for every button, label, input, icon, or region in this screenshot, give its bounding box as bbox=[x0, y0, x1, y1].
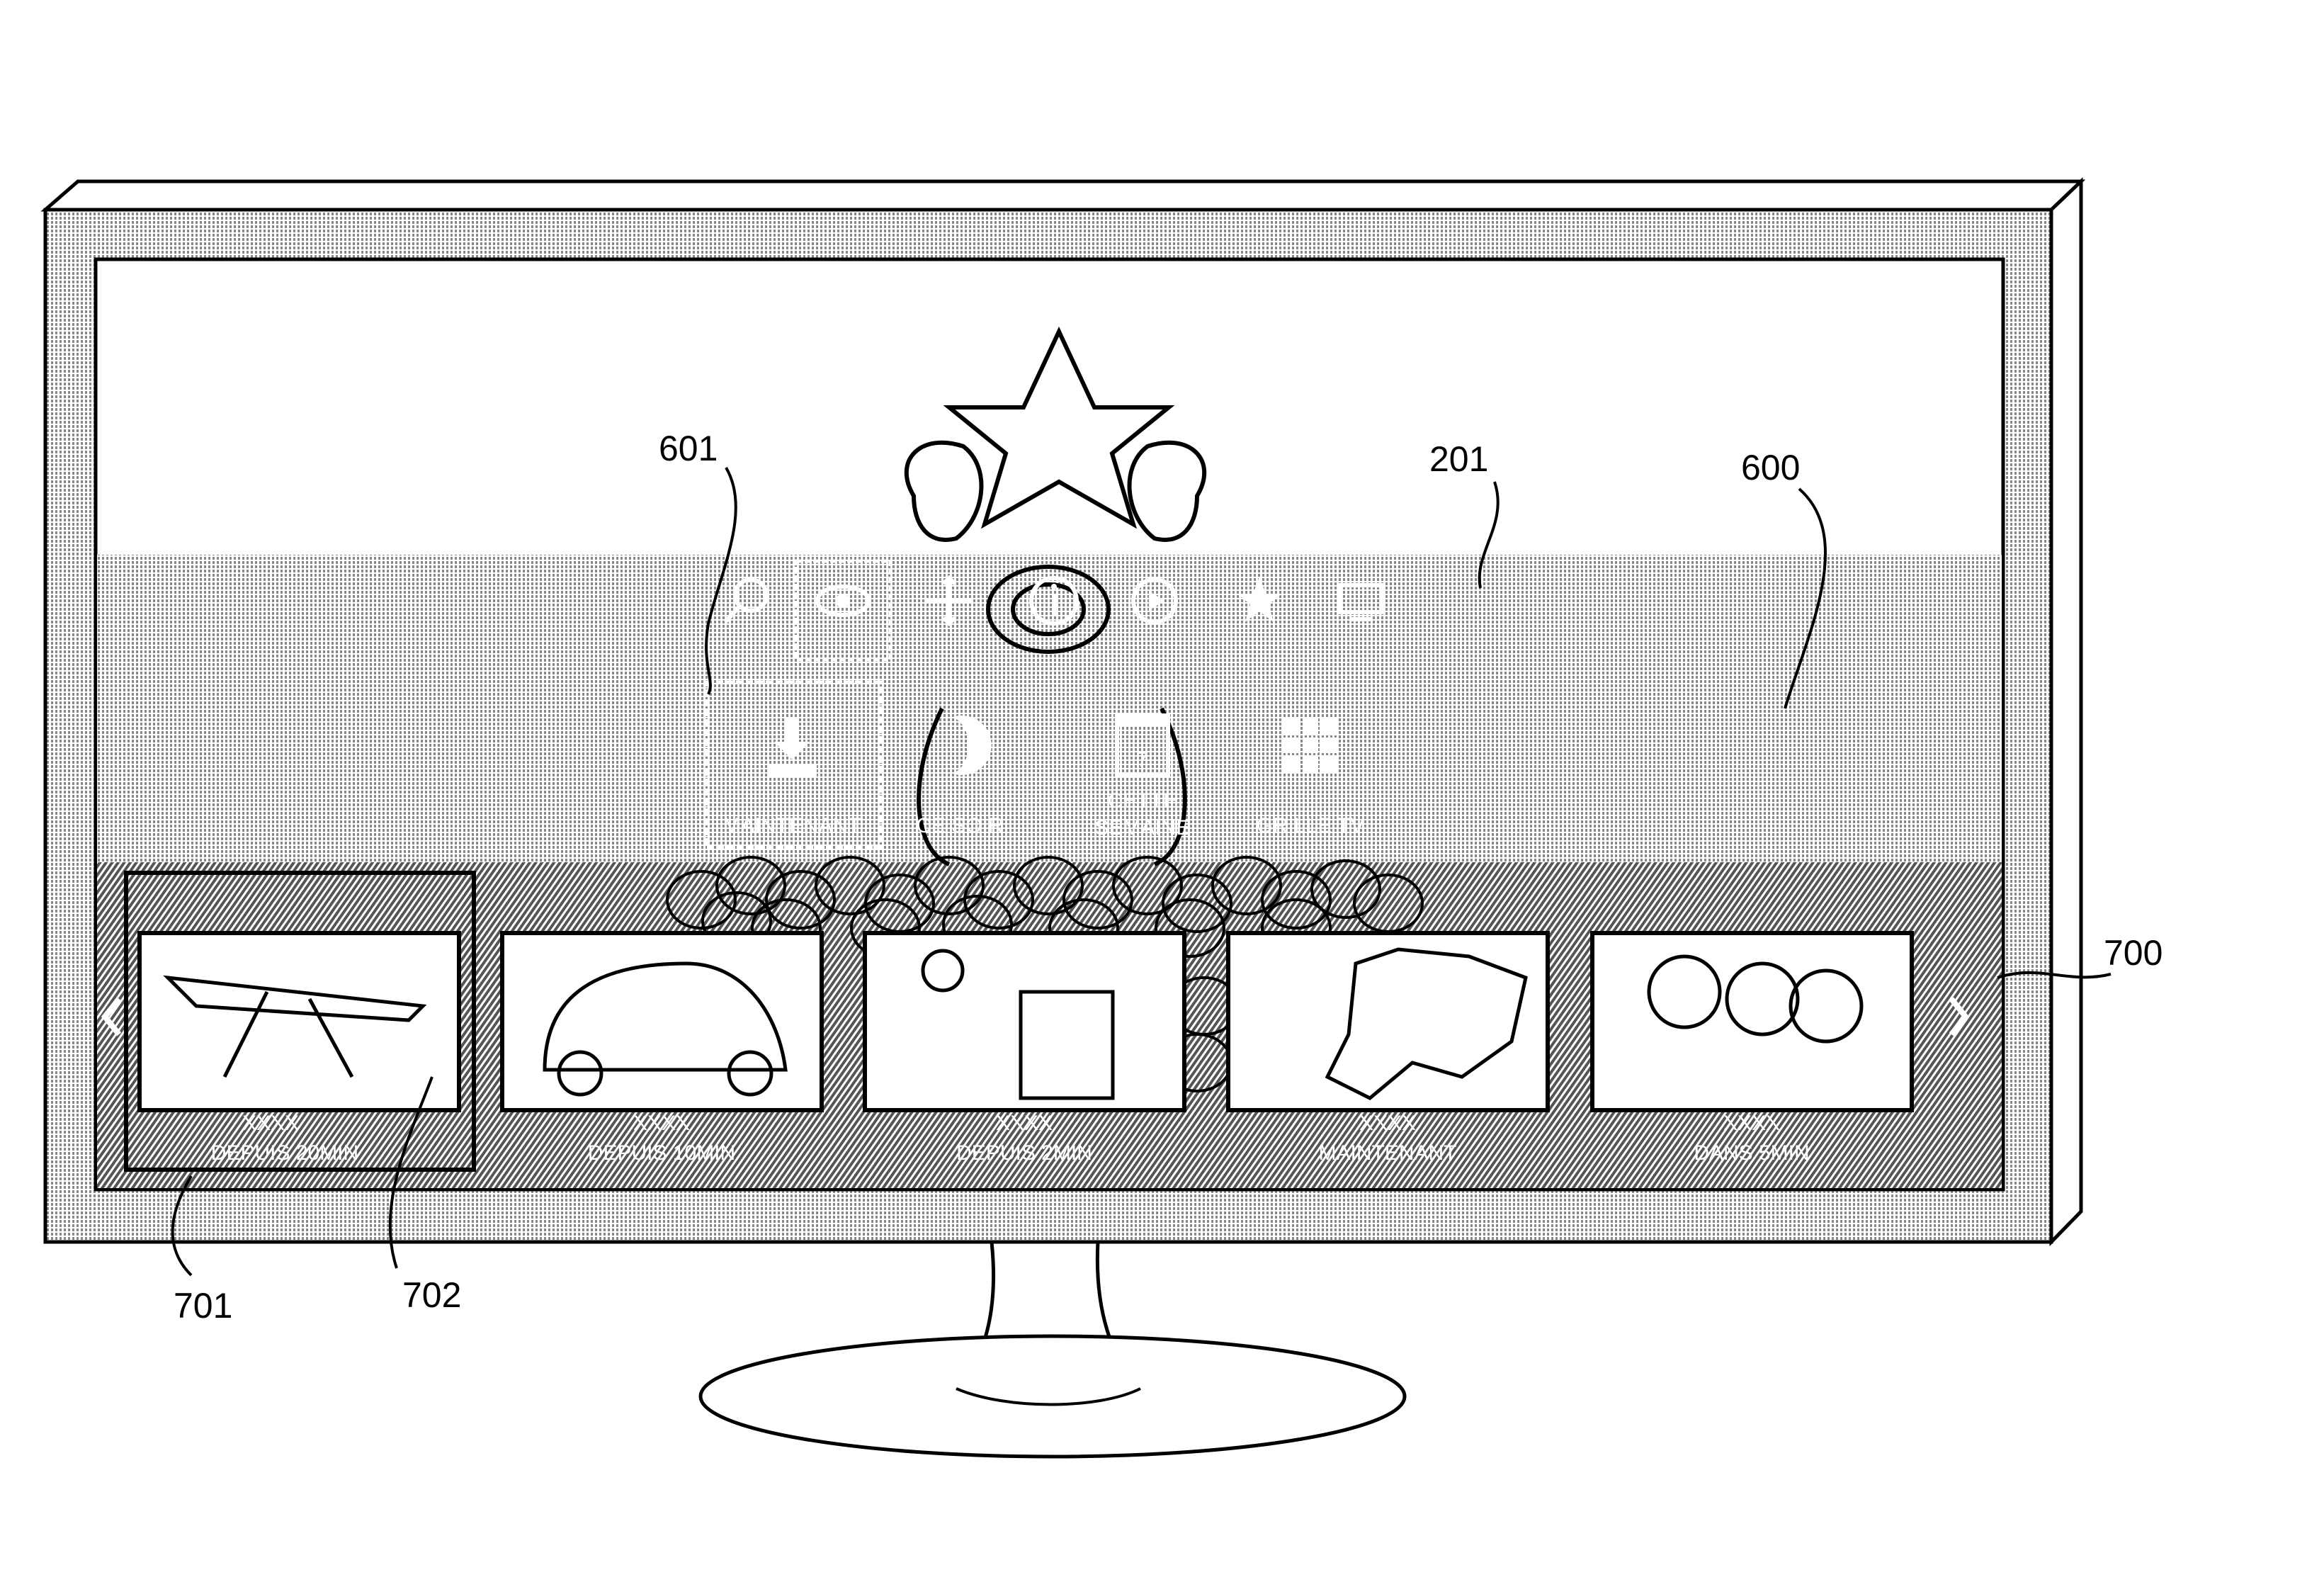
tile-time: DEPUIS 10MIN bbox=[588, 1141, 735, 1165]
thumbnail-family bbox=[1592, 933, 1912, 1110]
ref-601: 601 bbox=[659, 429, 718, 468]
ref-701: 701 bbox=[174, 1286, 232, 1326]
tile-title: XXXX bbox=[1359, 1112, 1416, 1135]
ref-702: 702 bbox=[402, 1275, 461, 1315]
menu-item-label: CETTE bbox=[1108, 789, 1177, 813]
tv-stand bbox=[701, 1242, 1405, 1457]
thumbnail-man-at-computer bbox=[865, 933, 1184, 1110]
tile-title: XXXX bbox=[633, 1112, 690, 1135]
grid-icon bbox=[1283, 718, 1337, 772]
menu-item-label: GRILLE TV bbox=[1257, 814, 1365, 837]
tile-title: XXXX bbox=[242, 1112, 299, 1135]
tile-time: DEPUIS 20MIN bbox=[211, 1141, 358, 1165]
ref-700: 700 bbox=[2104, 933, 2163, 973]
tile-time: MAINTENANT bbox=[1319, 1141, 1457, 1165]
tile-title: XXXX bbox=[1723, 1112, 1780, 1135]
tile-title: XXXX bbox=[996, 1112, 1053, 1135]
tile-time: DANS 5MIN bbox=[1694, 1141, 1809, 1165]
menu-item-label: SEMAINE bbox=[1094, 816, 1190, 840]
menu-item-label: CE SOIR bbox=[916, 814, 1003, 837]
tile-time: DEPUIS 2MIN bbox=[956, 1141, 1092, 1165]
calendar-day: 7 bbox=[1137, 748, 1149, 772]
ref-201: 201 bbox=[1429, 439, 1488, 479]
menu-item-label: MAINTENANT bbox=[723, 814, 861, 837]
thumbnail-car bbox=[502, 933, 822, 1110]
menu-bar bbox=[97, 555, 2002, 862]
ref-600: 600 bbox=[1741, 448, 1800, 487]
thumbnail-airplane bbox=[140, 933, 459, 1110]
